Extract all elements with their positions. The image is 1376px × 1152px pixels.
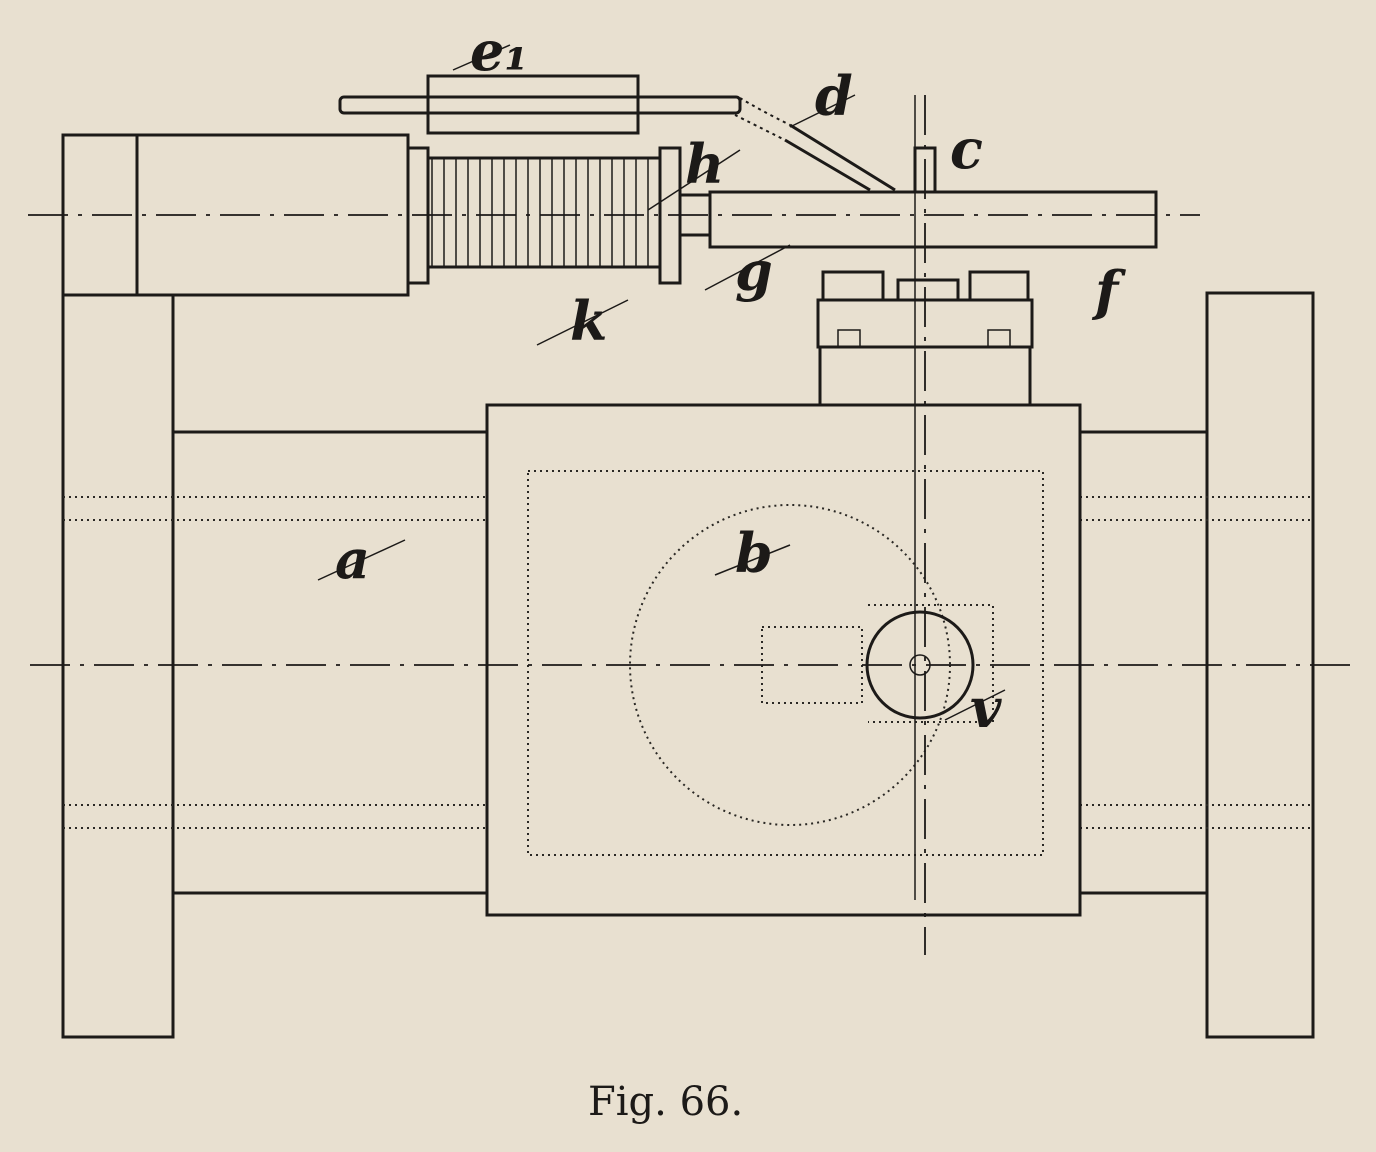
leader-lines [317,44,1006,721]
link-d [734,97,896,192]
pin-c [913,146,937,194]
beam-a [63,430,1313,895]
figure-caption: Fig. 66. [588,1079,743,1125]
label-d: d [815,64,853,128]
label-g: g [735,239,773,303]
label-k: k [570,289,607,353]
lever-f [708,190,1158,249]
magnet-body [61,133,682,297]
left-support [61,293,175,1039]
label-f: f [1091,259,1126,323]
housing-b [485,403,1082,917]
coil-k [428,156,660,269]
label-e1: e₁ [470,19,528,83]
label-h: h [685,132,724,196]
label-b: b [735,521,773,585]
label-a: a [335,527,370,591]
part-e1 [338,74,742,135]
label-c: c [950,117,983,181]
label-v: v [970,676,1002,740]
